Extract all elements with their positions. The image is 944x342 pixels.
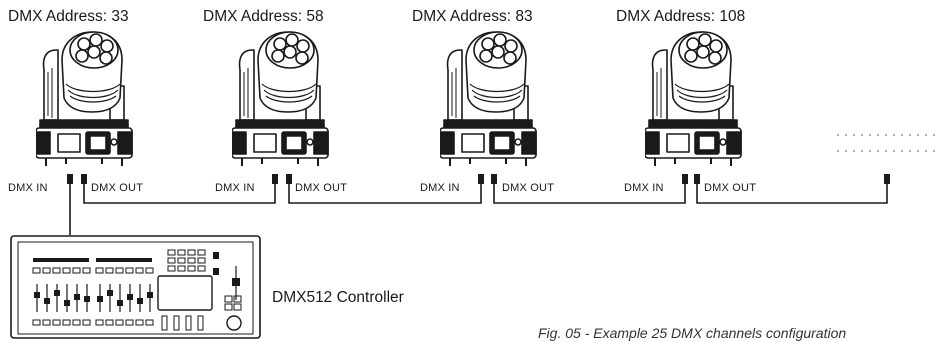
fixture-3-dmx-in-label: DMX IN <box>420 182 460 194</box>
continuation-dots-icon <box>837 134 935 152</box>
cable-fixture-2-to-fixture-3 <box>288 178 482 204</box>
fixture-4-address-label: DMX Address: 108 <box>616 8 746 25</box>
fixture-2-address-label: DMX Address: 58 <box>203 8 324 25</box>
fixture-1-dmx-out-label: DMX OUT <box>91 182 144 194</box>
fixture-4-dmx-in-label: DMX IN <box>624 182 664 194</box>
fixture-3-address-label: DMX Address: 83 <box>412 8 533 25</box>
cable-fixture-3-to-fixture-4 <box>493 178 686 204</box>
controller-label: DMX512 Controller <box>272 289 404 306</box>
fixture-2-dmx-in-label: DMX IN <box>215 182 255 194</box>
dmx-controller-icon <box>10 235 261 339</box>
fixture-1-address-label: DMX Address: 33 <box>8 8 129 25</box>
fixture-4-dmx-out-label: DMX OUT <box>704 182 757 194</box>
figure-caption: Fig. 05 - Example 25 DMX channels config… <box>538 325 847 341</box>
cable-fixture-4-to-next <box>696 178 888 204</box>
fixture-1-dmx-in-label: DMX IN <box>8 182 48 194</box>
fixture-3-dmx-out-label: DMX OUT <box>502 182 555 194</box>
cable-fixture-1-to-fixture-2 <box>83 178 276 204</box>
fixture-2-dmx-out-label: DMX OUT <box>295 182 348 194</box>
